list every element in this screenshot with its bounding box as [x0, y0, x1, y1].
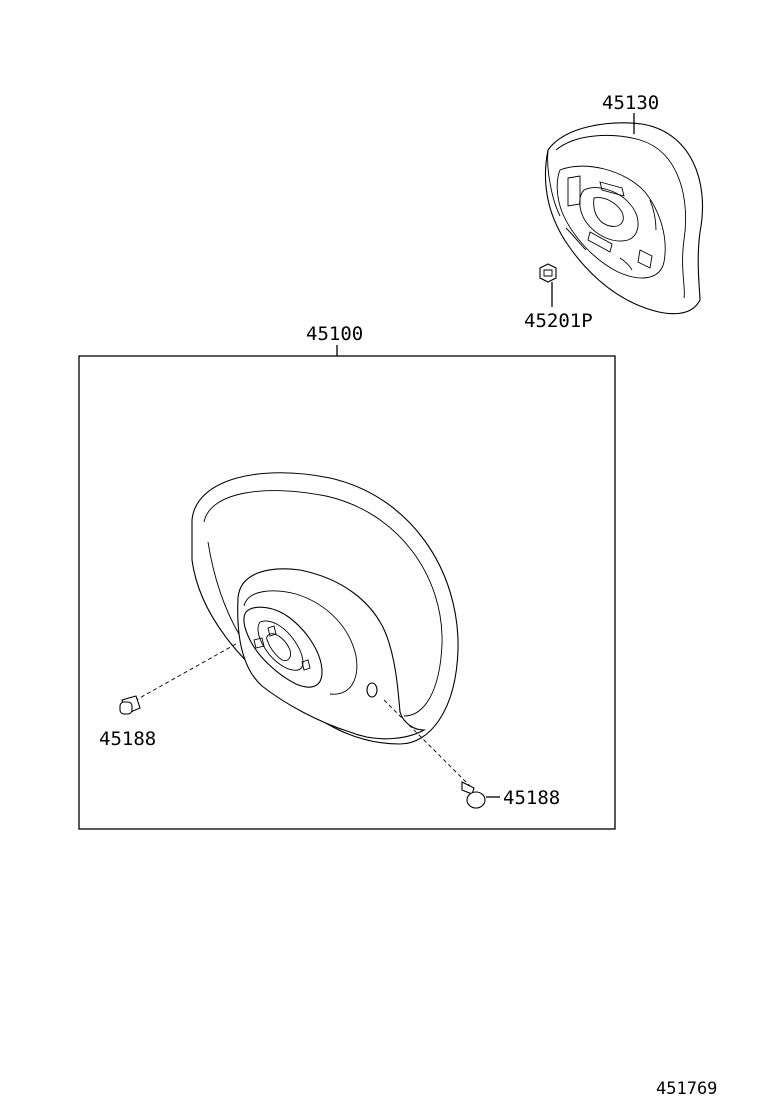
screw-icon [539, 263, 557, 307]
label-45100: 45100 [306, 323, 363, 345]
label-45188-left: 45188 [99, 728, 156, 750]
horn-pad-icon [544, 113, 704, 315]
bolt-icon [119, 695, 141, 715]
label-45188-right: 45188 [503, 787, 560, 809]
assembly-box [78, 355, 616, 830]
figure-number: 451769 [656, 1079, 717, 1099]
label-45130: 45130 [602, 92, 659, 114]
label-45201p: 45201P [524, 310, 593, 332]
steering-wheel-icon [135, 472, 471, 787]
bolt-icon-right [461, 781, 500, 809]
